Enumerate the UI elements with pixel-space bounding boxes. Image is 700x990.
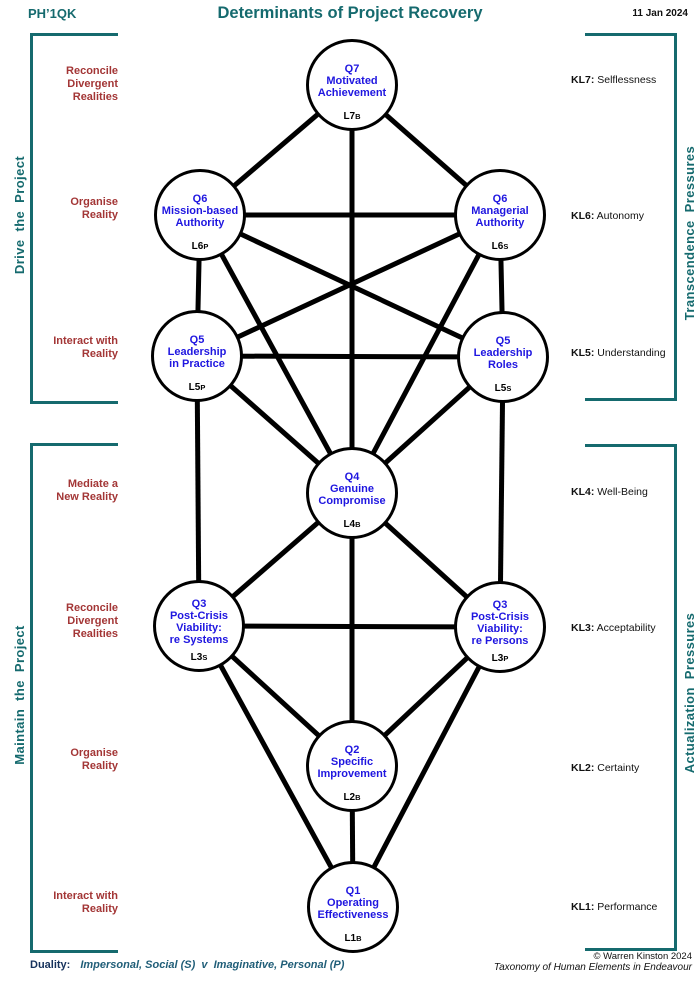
node-title: Q3 Post-Crisis Viability: re Systems (169, 598, 229, 646)
node-title: Q4 Genuine Compromise (318, 471, 386, 507)
duality-label: Duality: (30, 959, 71, 971)
kl-label: KL2: Certainty (571, 762, 640, 774)
edge-q6s-q4 (349, 213, 503, 495)
duality-text: Impersonal, Social (S) v Imaginative, Pe… (80, 959, 345, 971)
activity-label: Organise Reality (70, 196, 118, 221)
node-title: Q5 Leadership Roles (473, 335, 533, 371)
document-reference: PH’1QK (28, 6, 77, 21)
node-title: Q5 Leadership in Practice (167, 334, 227, 370)
left-top-bracket (30, 33, 118, 404)
duality-note: Duality: Impersonal, Social (S) v Imagina… (30, 959, 344, 971)
activity-label: Reconcile Divergent Realities (66, 64, 118, 103)
copyright-line: © Warren Kinston 2024 (593, 951, 692, 962)
node-title: Q1 Operating Effectiveness (317, 885, 389, 921)
kl-label: KL1: Performance (571, 901, 658, 913)
activity-label: Mediate a New Reality (56, 478, 118, 503)
node-code: L5P (188, 382, 206, 393)
activity-label: Organise Reality (70, 747, 118, 772)
page-title: Determinants of Project Recovery (217, 4, 483, 22)
node-title: Q2 Specific Improvement (317, 744, 387, 780)
edge-q3s-q1 (196, 624, 356, 909)
node-code: L6S (491, 241, 509, 252)
activity-label: Interact with Reality (53, 890, 118, 915)
node-title: Q3 Post-Crisis Viability: re Persons (470, 599, 530, 647)
edge-q3s-q3p (198, 623, 501, 630)
node-code: L3S (190, 652, 208, 663)
kl-label: KL6: Autonomy (571, 210, 644, 222)
right-top-bracket (585, 33, 677, 401)
node-code: L1B (344, 933, 362, 944)
node-title: Q6 Managerial Authority (471, 193, 529, 229)
date-label: 11 Jan 2024 (632, 8, 688, 19)
taxonomy-line: Taxonomy of Human Elements in Endeavour (493, 962, 692, 973)
activity-label: Interact with Reality (53, 335, 118, 360)
kl-label: KL3: Acceptability (571, 622, 656, 634)
node-code: L5S (494, 383, 512, 394)
right-bottom-bracket (585, 444, 677, 951)
node-code: L2B (343, 792, 361, 803)
kl-label: KL7: Selflessness (571, 74, 657, 86)
node-title: Q7 Motivated Achievement (317, 63, 387, 99)
edge-q6s-q5p (195, 212, 502, 359)
edge-q5p-q5s (196, 353, 504, 360)
node-code: L4B (343, 519, 361, 530)
node-title: Q6 Mission-based Authority (161, 193, 239, 229)
node-code: L3P (491, 653, 509, 664)
kl-label: KL5: Understanding (571, 347, 666, 359)
node-code: L6P (191, 241, 209, 252)
node-code: L7B (343, 111, 361, 122)
activity-label: Reconcile Divergent Realities (66, 601, 118, 640)
credits: © Warren Kinston 2024 Taxonomy of Human … (494, 951, 692, 973)
edge-q3p-q1 (350, 625, 503, 909)
kl-label: KL4: Well-Being (571, 486, 648, 498)
left-bottom-bracket (30, 443, 118, 953)
